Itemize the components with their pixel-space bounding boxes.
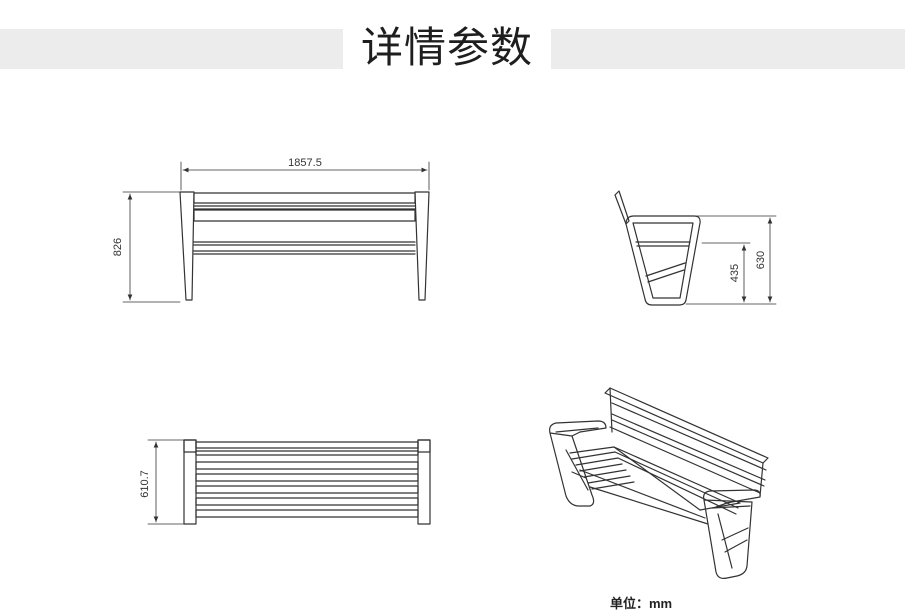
- top-view: [147, 439, 431, 525]
- side-view: [614, 190, 777, 306]
- header-band-right: [551, 29, 905, 69]
- side-total-height-label: 630: [755, 251, 767, 269]
- header-band-left: [0, 29, 343, 69]
- perspective-view: [549, 387, 769, 579]
- front-view: [122, 161, 430, 303]
- unit-label: 单位：mm: [609, 596, 673, 611]
- side-seat-height-label: 435: [729, 264, 741, 282]
- top-depth-label: 610.7: [139, 470, 151, 498]
- front-width-label: 1857.5: [288, 157, 322, 169]
- front-height-label: 826: [112, 238, 124, 256]
- page-title: 详情参数: [360, 23, 533, 72]
